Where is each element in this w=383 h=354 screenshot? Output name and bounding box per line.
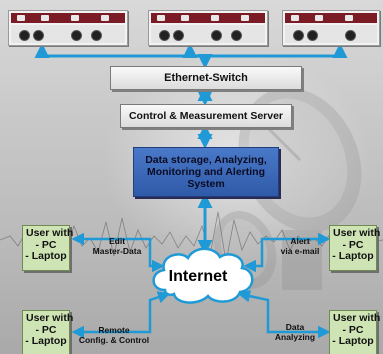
server-device xyxy=(8,10,128,46)
connector-arrow xyxy=(237,289,331,339)
user-pc: - PC xyxy=(342,238,364,251)
user-pc: - PC xyxy=(35,238,57,251)
internet-cloud-icon xyxy=(152,247,254,304)
edit-master-data-label: Edit Master-Data xyxy=(92,236,142,256)
control-server-box: Control & Measurement Server xyxy=(120,104,292,128)
user-pc: - PC xyxy=(35,323,57,336)
remote-label-line-1: Remote xyxy=(98,325,130,335)
user-title: User with xyxy=(26,227,74,239)
user-title: User with xyxy=(333,312,381,324)
control-server-label: Control & Measurement Server xyxy=(128,110,284,122)
user-box-bottom-left: User with - PC - Laptop xyxy=(22,310,74,354)
analyzing-label-line-1: Data xyxy=(285,322,305,332)
data-system-line-3: System xyxy=(187,178,225,190)
server-device xyxy=(282,10,380,46)
ethernet-switch-box: Ethernet-Switch xyxy=(110,66,302,90)
connector-arrow xyxy=(71,232,165,273)
remote-config-label: Remote Config. & Control xyxy=(78,325,150,345)
data-analyzing-label: Data Analyzing xyxy=(270,322,320,342)
user-title: User with xyxy=(26,312,74,324)
ethernet-switch-label: Ethernet-Switch xyxy=(164,72,248,84)
user-pc: - PC xyxy=(342,323,364,336)
server-device xyxy=(148,10,268,46)
analyzing-label-line-2: Analyzing xyxy=(274,332,316,342)
connector-arrow xyxy=(243,232,331,273)
alert-label-line-2: via e-mail xyxy=(280,246,320,256)
data-system-box: Data storage, Analyzing, Monitoring and … xyxy=(133,147,279,197)
user-laptop: - Laptop xyxy=(25,250,67,262)
edit-label-line-2: Master-Data xyxy=(92,246,142,256)
data-system-line-1: Data storage, Analyzing, xyxy=(145,154,267,166)
remote-label-line-2: Config. & Control xyxy=(78,335,150,345)
user-laptop: - Laptop xyxy=(332,250,374,262)
user-laptop: - Laptop xyxy=(25,335,67,347)
edit-label-line-1: Edit xyxy=(108,236,126,246)
connector-arrow xyxy=(71,291,171,339)
user-box-top-left: User with - PC - Laptop xyxy=(22,225,74,271)
internet-label: Internet xyxy=(168,268,228,285)
data-system-line-2: Monitoring and Alerting xyxy=(146,166,265,178)
user-laptop: - Laptop xyxy=(332,335,374,347)
alert-label-line-1: Alert xyxy=(290,236,310,246)
user-box-top-right: User with - PC - Laptop xyxy=(329,225,381,271)
user-box-bottom-right: User with - PC - Laptop xyxy=(329,310,381,354)
user-title: User with xyxy=(333,227,381,239)
alert-email-label: Alert via e-mail xyxy=(275,236,325,256)
